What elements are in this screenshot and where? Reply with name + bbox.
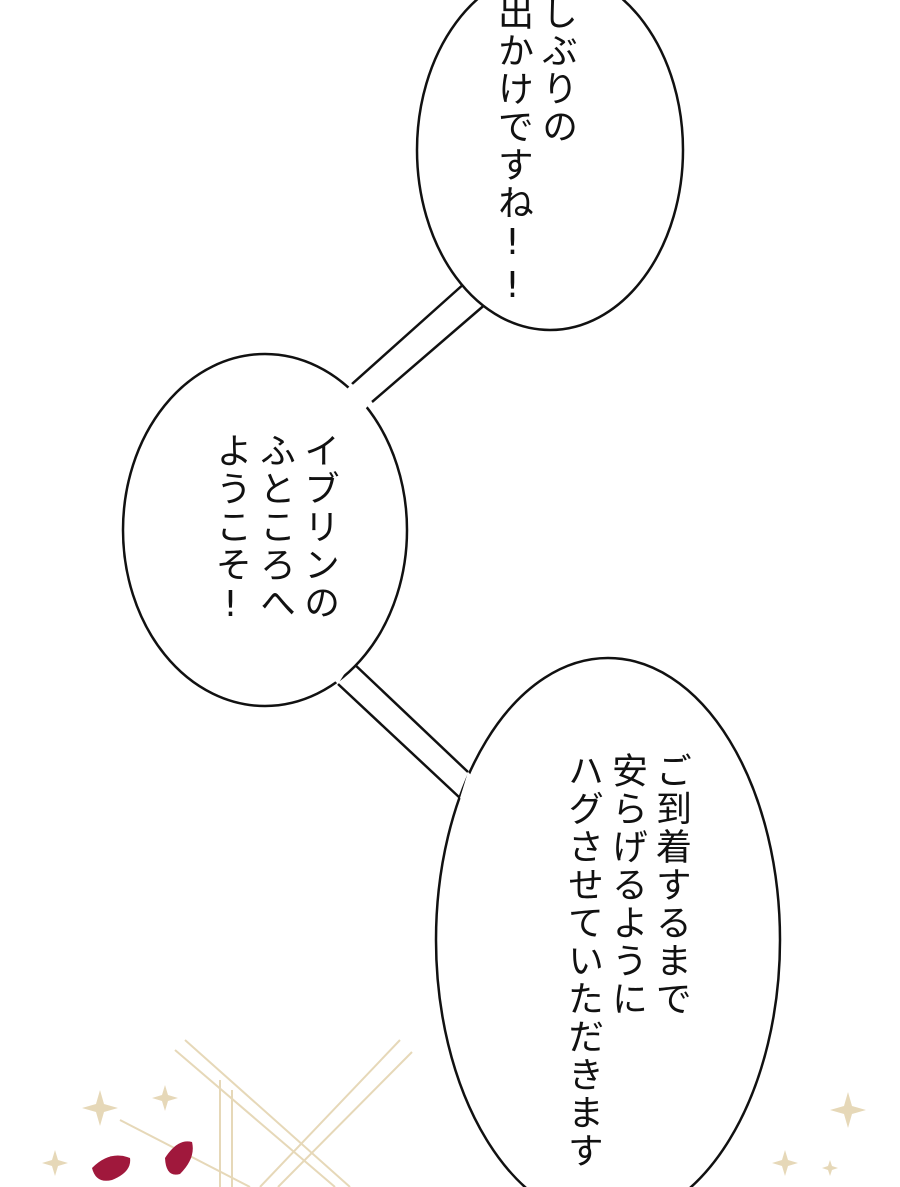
- speech-line: イブリンの: [298, 432, 339, 622]
- red-accent-marks: [92, 1141, 193, 1181]
- speech-line: 出かけですね!!: [492, 0, 533, 308]
- bubble-connector-bottom: [337, 661, 469, 799]
- speech-line: しぶりの: [536, 0, 577, 146]
- speech-bubble-bottom-text: ご到着するまで 安らげるように ハグさせていただきます: [560, 752, 692, 1170]
- speech-line: ハグさせていただきます: [562, 752, 603, 1170]
- speech-bubble-middle-text: イブリンの ふところへ ようこそ!: [208, 432, 340, 627]
- sparkle-icon: [42, 1085, 866, 1176]
- speech-line: ふところへ: [254, 432, 295, 622]
- speech-line: ようこそ!: [210, 432, 251, 627]
- diamond-frame-ornament: [119, 1039, 413, 1187]
- speech-line: ご到着するまで: [650, 752, 691, 1018]
- speech-line: 安らげるように: [606, 752, 647, 1018]
- speech-bubble-top-text: しぶりの 出かけですね!!: [490, 0, 578, 308]
- bubble-connector-top: [351, 281, 489, 403]
